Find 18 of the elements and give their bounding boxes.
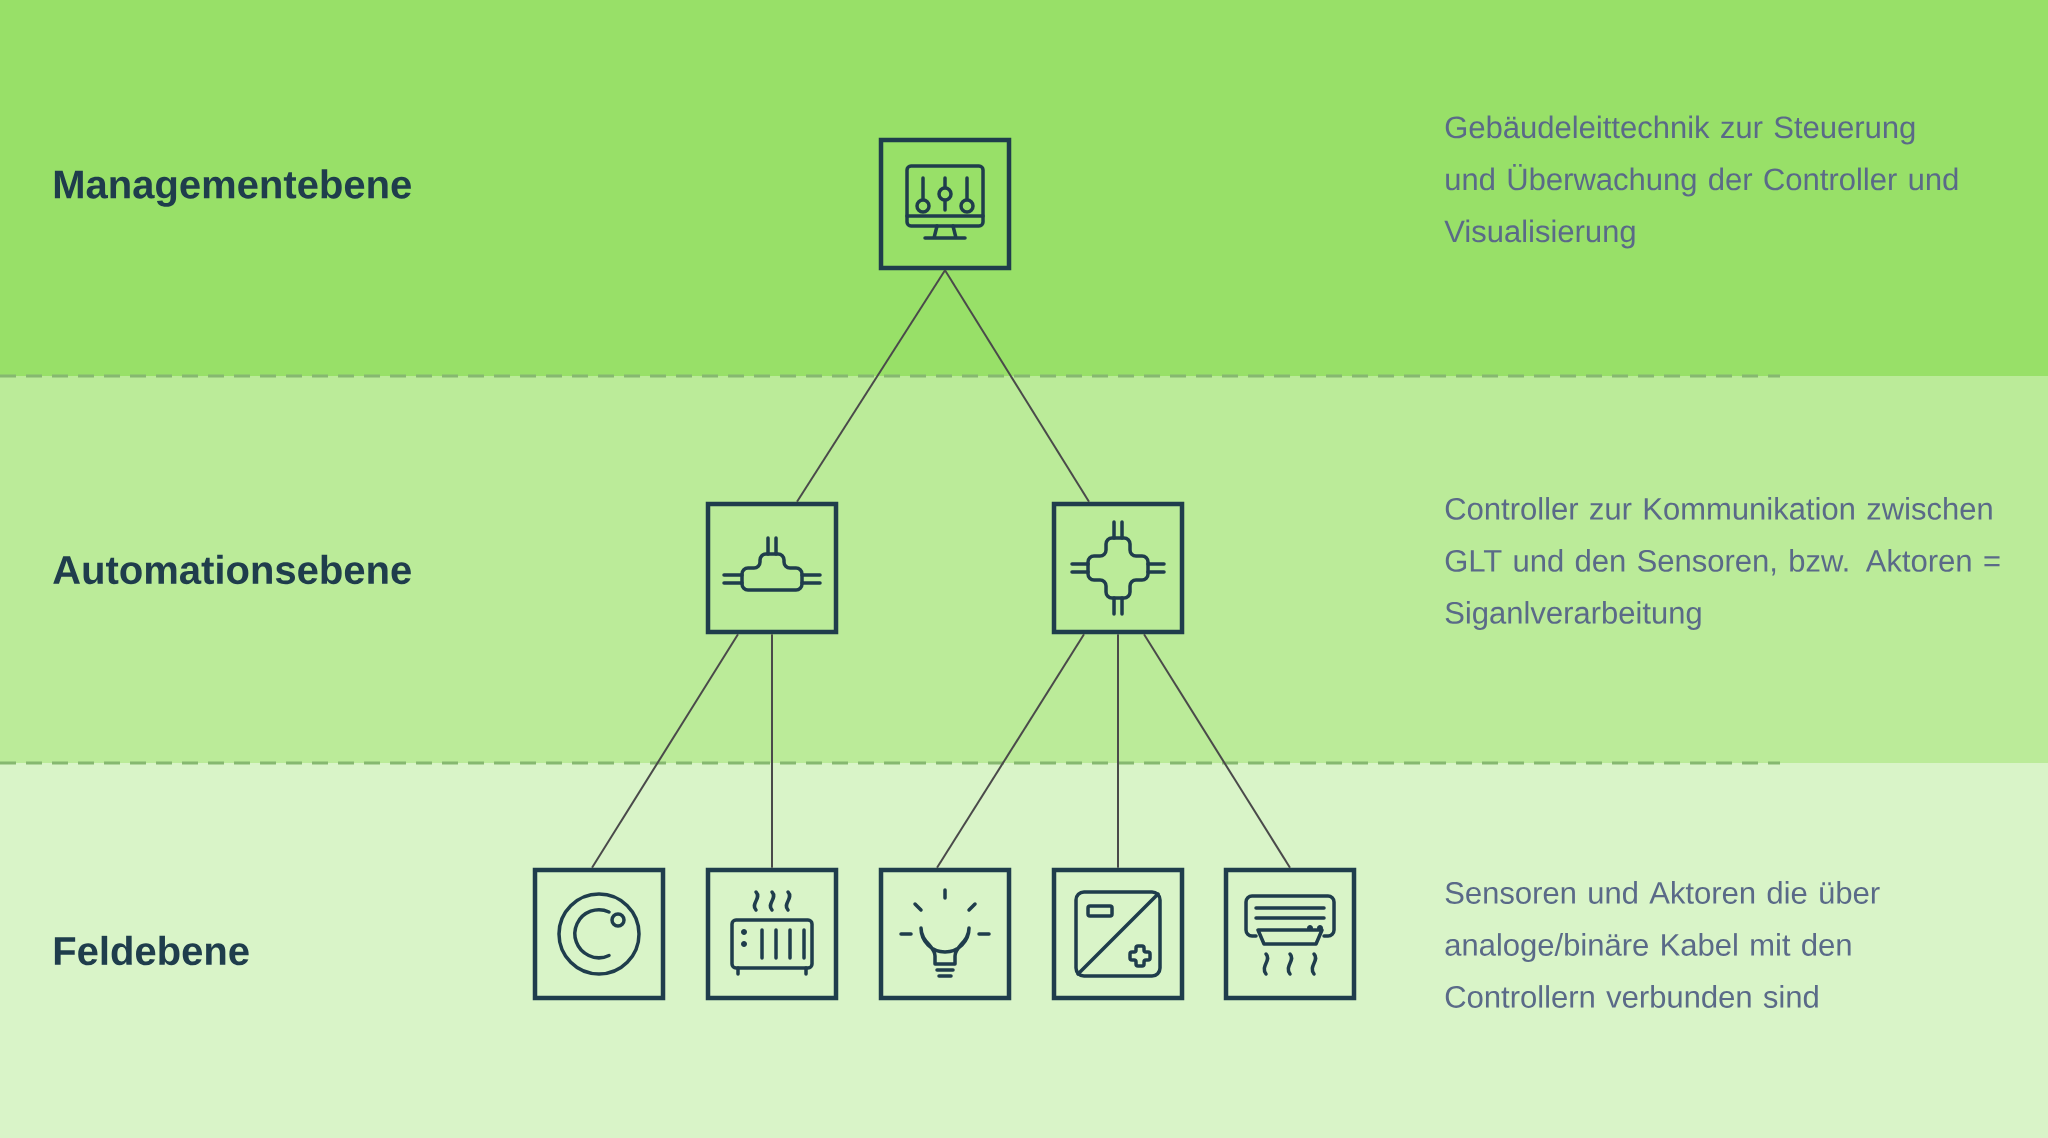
connector-line xyxy=(936,633,1085,869)
icon-box xyxy=(705,867,839,1001)
connector-line xyxy=(1143,633,1291,869)
connector-line xyxy=(771,633,773,869)
icon-box xyxy=(1051,867,1185,1001)
level-band: Feldebene Sensoren und Aktoren die über analoge/binäre Kabel mit den Controllern verbunden sind xyxy=(0,763,2048,1138)
connector-line xyxy=(944,269,1090,503)
connector-line xyxy=(591,633,739,869)
level-band: Automationsebene Controller zur Kommunikation zwischen GLT und den Sensoren, bzw. Aktoren = Siganlverarbeitung xyxy=(0,376,2048,763)
icon-box xyxy=(705,501,839,635)
icon-box xyxy=(532,867,666,1001)
icon-box xyxy=(1223,867,1357,1001)
icon-box xyxy=(878,867,1012,1001)
icon-box xyxy=(878,137,1012,271)
connector-line xyxy=(1117,633,1119,869)
connector-line xyxy=(796,269,946,503)
level-band: Managementebene Gebäudeleittechnik zur Steuerung und Überwachung der Controller und Visualisierung xyxy=(0,0,2048,376)
icon-box xyxy=(1051,501,1185,635)
